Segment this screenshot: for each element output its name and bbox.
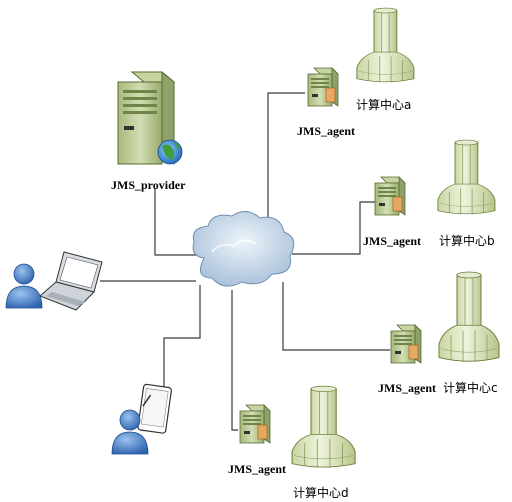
link-cloud-agent-c [282, 282, 390, 351]
tower-icon-center-c [438, 271, 500, 363]
tower-icon-center-d [291, 385, 356, 469]
network-cloud-icon [192, 211, 295, 287]
label-center-a: 计算中心a [356, 98, 412, 112]
server-icon-agent-d [239, 404, 271, 444]
label-jms-agent-c: JMS_agent [378, 381, 436, 395]
label-jms-provider: JMS_provider [111, 178, 186, 192]
laptop-icon [39, 251, 103, 311]
label-center-c: 计算中心c [443, 381, 498, 395]
server-icon-agent-b [374, 176, 406, 216]
label-center-d: 计算中心d [293, 486, 349, 500]
tablet-icon [137, 383, 172, 434]
tower-icon-center-b [437, 139, 496, 215]
server-icon-agent-c [390, 324, 422, 364]
label-center-b: 计算中心b [439, 234, 495, 248]
link-provider-cloud [154, 188, 197, 256]
tower-icon-center-a [356, 7, 415, 83]
label-jms-agent-b: JMS_agent [363, 234, 421, 248]
label-jms-agent-d: JMS_agent [228, 462, 286, 476]
link-cloud-tablet [163, 285, 201, 395]
link-cloud-agent-b [292, 201, 375, 255]
server-icon-agent-a [307, 67, 339, 107]
user-icon-laptop [5, 263, 43, 309]
connection-lines [100, 92, 390, 431]
label-jms-agent-a: JMS_agent [297, 124, 355, 138]
link-cloud-agent-a [267, 92, 305, 218]
server-with-globe-icon [117, 70, 183, 165]
link-cloud-agent-d [231, 290, 238, 431]
